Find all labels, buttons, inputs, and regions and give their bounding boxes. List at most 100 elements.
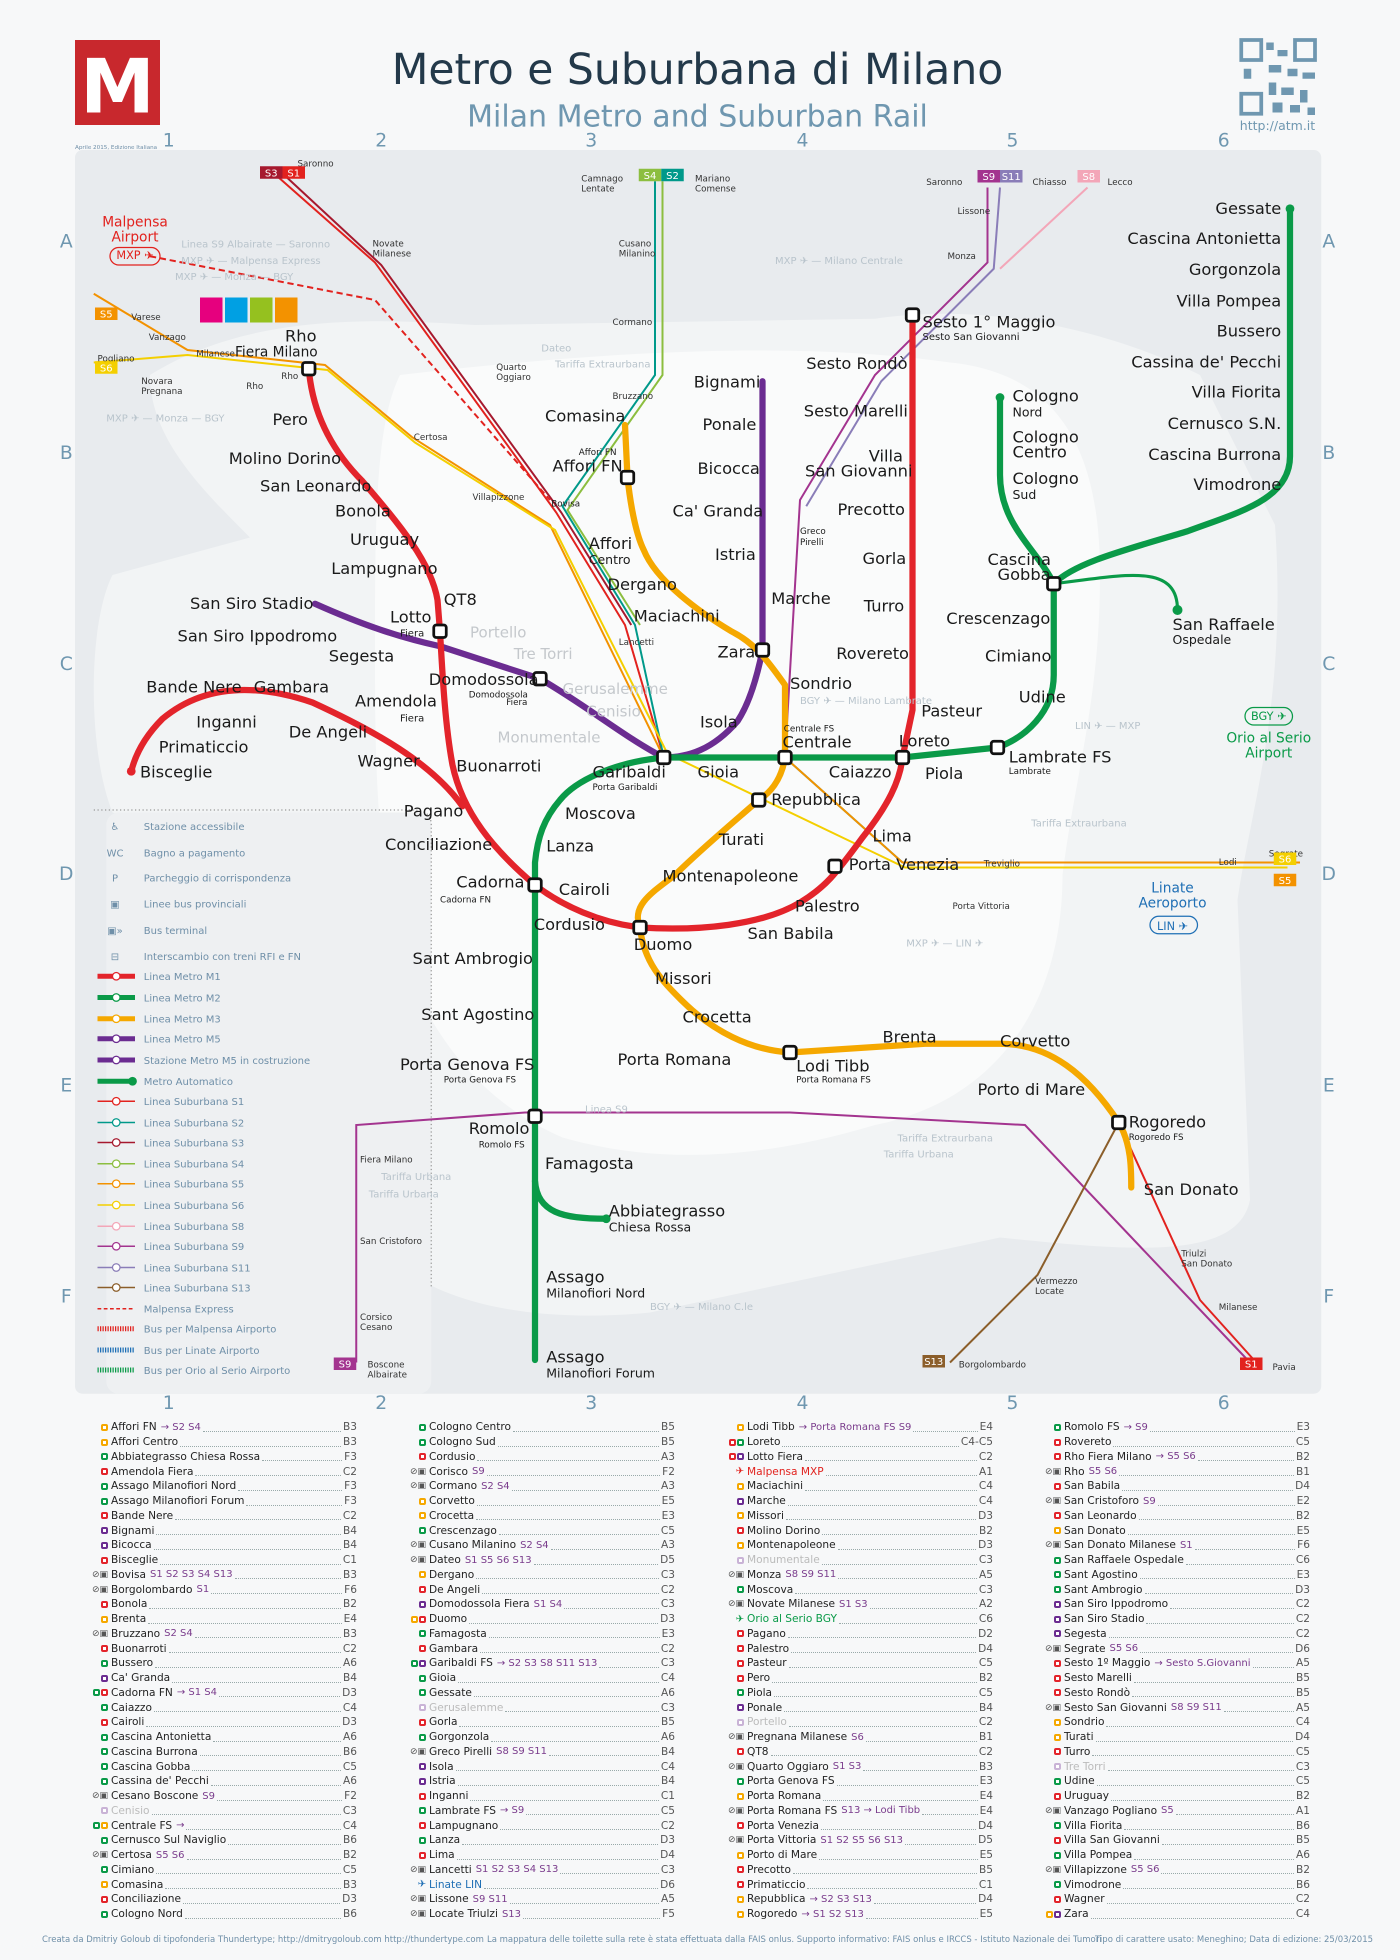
suburban-station-label[interactable]: Novate: [373, 239, 404, 249]
qr-code[interactable]: [1239, 38, 1317, 116]
station-label[interactable]: Piola: [925, 764, 963, 783]
station-label[interactable]: Cairoli: [559, 880, 610, 899]
station-label[interactable]: Fiera: [506, 698, 527, 708]
station-label[interactable]: Affori FN: [579, 448, 617, 458]
suburban-station-label[interactable]: Treviglio: [983, 859, 1020, 869]
station-label[interactable]: Cologno: [1013, 469, 1079, 488]
station-label[interactable]: San Raffaele: [1173, 615, 1275, 634]
station-label[interactable]: Porta Genova FS: [400, 1055, 534, 1074]
suburban-station-label[interactable]: Villapizzone: [473, 493, 525, 503]
station-label[interactable]: Gioia: [698, 763, 740, 782]
station-label[interactable]: Sant Agostino: [421, 1005, 534, 1024]
station-label[interactable]: Sant Ambrogio: [413, 949, 533, 968]
suburban-station-label[interactable]: Mariano: [695, 174, 730, 184]
station-label[interactable]: Centrale FS: [784, 724, 835, 734]
station-label[interactable]: Precotto: [838, 500, 905, 519]
station-label[interactable]: Fiera: [400, 713, 424, 724]
suburban-station-label[interactable]: Locate: [1035, 1287, 1064, 1297]
station-label[interactable]: Ponale: [703, 415, 757, 434]
interchange-station-marker[interactable]: [432, 623, 448, 639]
station-label[interactable]: Centro: [1013, 443, 1067, 462]
interchange-station-marker[interactable]: [619, 469, 636, 486]
suburban-station-label[interactable]: Fiera Milano: [360, 1156, 413, 1166]
suburban-station-label[interactable]: Novara: [141, 377, 172, 387]
suburban-station-label[interactable]: Cusano: [619, 239, 651, 249]
suburban-station-label[interactable]: Lodi: [1219, 858, 1237, 868]
station-label[interactable]: San Siro Stadio: [190, 594, 313, 613]
station-label[interactable]: Greco: [800, 527, 826, 537]
suburban-station-label[interactable]: Pregnana: [141, 387, 182, 397]
station-label[interactable]: Lotto: [390, 608, 431, 627]
station-label[interactable]: Missori: [655, 969, 712, 988]
station-label[interactable]: Villa Fiorita: [1192, 383, 1282, 402]
interchange-station-marker[interactable]: [527, 1108, 543, 1124]
station-label[interactable]: Gorla: [863, 549, 907, 568]
station-label[interactable]: Assago: [546, 1348, 604, 1367]
station-label[interactable]: Isola: [700, 713, 738, 732]
interchange-station-marker[interactable]: [827, 858, 843, 874]
interchange-station-marker[interactable]: [989, 739, 1006, 756]
station-label[interactable]: Fiera: [400, 628, 424, 639]
station-label[interactable]: Villa Pompea: [1177, 291, 1282, 310]
station-label[interactable]: Bignami: [694, 373, 761, 392]
station-label[interactable]: Lambrate FS: [1009, 748, 1112, 767]
station-label[interactable]: Palestro: [795, 896, 860, 915]
station-label[interactable]: Amendola: [355, 691, 437, 710]
station-label[interactable]: Nord: [1013, 404, 1043, 419]
suburban-station-label[interactable]: Bruzzano: [613, 392, 654, 402]
suburban-station-label[interactable]: Boscone: [368, 1361, 405, 1371]
